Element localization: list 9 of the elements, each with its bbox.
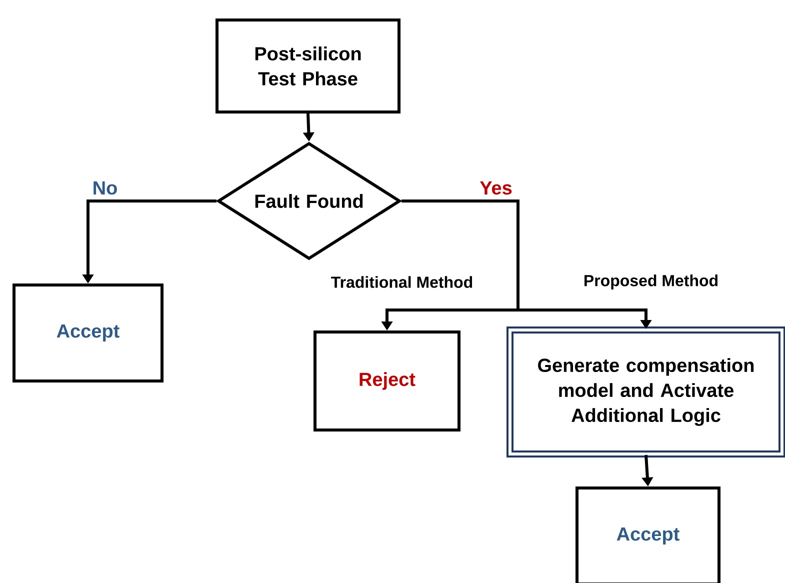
terminal-box: Accept (576, 486, 720, 583)
edge-label: No (94, 181, 117, 195)
terminal-box: Reject (314, 330, 460, 432)
edge-label: Traditional Method (331, 276, 472, 288)
process-box: Generate compensation model and Activate Additional Logic (506, 326, 785, 458)
process-box: Post-silicon Test Phase (216, 18, 400, 114)
branch-label: Yes (480, 181, 512, 195)
edge-label: Proposed Method (584, 274, 718, 290)
terminal-box: Accept (12, 284, 164, 382)
